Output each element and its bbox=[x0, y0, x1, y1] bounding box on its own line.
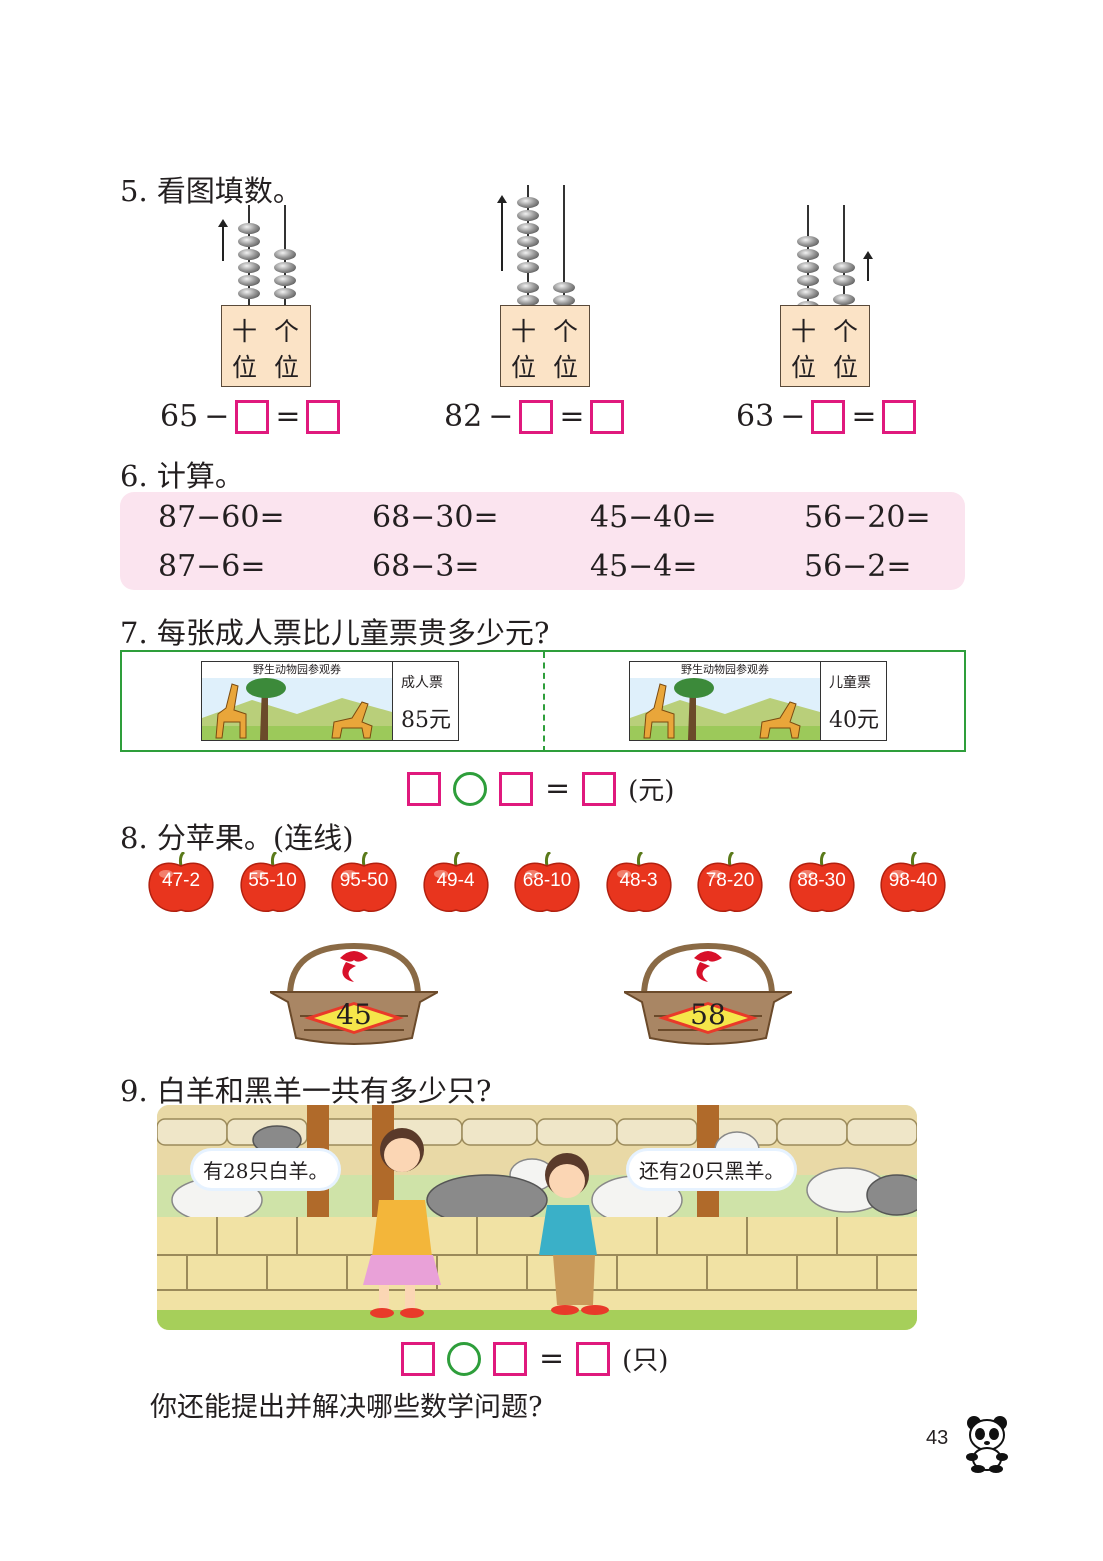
calc-item: 68−3= bbox=[372, 549, 480, 584]
answer-box[interactable] bbox=[519, 399, 554, 434]
apple-label: 78-20 bbox=[705, 870, 755, 891]
apple-icon bbox=[239, 850, 306, 912]
ticket-frame bbox=[120, 650, 966, 752]
basket-45[interactable]: 45 bbox=[266, 938, 442, 1048]
q7-equation: = (元) bbox=[407, 770, 674, 807]
apple-1[interactable]: 47-2 bbox=[146, 850, 216, 914]
operator-circle[interactable] bbox=[453, 771, 487, 806]
abacus-65: 十 个 位 位 bbox=[218, 205, 318, 387]
apple-label: 55-10 bbox=[248, 870, 297, 891]
answer-box[interactable] bbox=[882, 399, 917, 434]
apple-icon bbox=[331, 850, 397, 912]
calc-panel: 87−60= 68−30= 45−40= 56−20= 87−6= 68−3= … bbox=[120, 492, 965, 590]
up-arrow-icon bbox=[863, 251, 873, 281]
apple-label: 88-30 bbox=[797, 870, 846, 891]
calc-item: 45−40= bbox=[590, 500, 717, 535]
q5-equation-1: 65− = bbox=[160, 399, 341, 434]
apple-2[interactable]: 55-10 bbox=[238, 850, 308, 914]
apple-label: 49-4 bbox=[436, 870, 475, 891]
abacus-82: 十 个 位 位 bbox=[497, 185, 597, 387]
answer-box[interactable] bbox=[493, 1341, 527, 1376]
apple-icon bbox=[514, 850, 580, 912]
giraffe-scene-image bbox=[202, 678, 392, 740]
basket-icon bbox=[620, 942, 796, 1045]
goats-scene-image: 有28只白羊。 还有20只黑羊。 bbox=[157, 1105, 917, 1330]
apple-label: 98-40 bbox=[888, 870, 938, 891]
apple-label: 48-3 bbox=[619, 870, 658, 891]
q9-equation: = (只) bbox=[401, 1340, 668, 1377]
apple-icon bbox=[880, 850, 946, 912]
apple-7[interactable]: 78-20 bbox=[695, 850, 765, 914]
q5-equation-3: 63− = bbox=[736, 399, 917, 434]
q9-title: 9. 白羊和黑羊一共有多少只? bbox=[120, 1074, 492, 1108]
apple-icon bbox=[788, 850, 855, 912]
page-number: 43 bbox=[926, 1427, 949, 1449]
q6-title: 6. 计算。 bbox=[120, 459, 244, 493]
abacus-63: 十 个 位 位 bbox=[777, 205, 887, 387]
q8-title: 8. 分苹果。(连线) bbox=[120, 821, 354, 855]
answer-box[interactable] bbox=[499, 771, 533, 806]
child-ticket: 野生动物园参观券 儿童票 40元 bbox=[629, 661, 887, 741]
followup-question: 你还能提出并解决哪些数学问题? bbox=[150, 1392, 543, 1423]
answer-box[interactable] bbox=[811, 399, 846, 434]
adult-ticket: 野生动物园参观券 成人票 85元 bbox=[201, 661, 459, 741]
basket-58[interactable]: 58 bbox=[620, 938, 796, 1048]
panda-icon bbox=[962, 1415, 1012, 1473]
apple-6[interactable]: 48-3 bbox=[604, 850, 674, 914]
apple-icon bbox=[697, 850, 763, 912]
calc-item: 87−60= bbox=[158, 500, 285, 535]
calc-item: 68−30= bbox=[372, 500, 499, 535]
q5-title: 5. 看图填数。 bbox=[120, 174, 302, 208]
calc-item: 87−6= bbox=[158, 549, 266, 584]
answer-box[interactable] bbox=[306, 399, 341, 434]
answer-box[interactable] bbox=[235, 399, 270, 434]
apple-icon bbox=[148, 850, 214, 912]
up-arrow-icon bbox=[218, 219, 228, 261]
apple-label: 68-10 bbox=[522, 870, 572, 891]
answer-box[interactable] bbox=[590, 399, 625, 434]
apple-5[interactable]: 68-10 bbox=[512, 850, 582, 914]
apple-4[interactable]: 49-4 bbox=[421, 850, 491, 914]
apple-9[interactable]: 98-40 bbox=[878, 850, 948, 914]
apple-icon bbox=[605, 850, 672, 912]
answer-box[interactable] bbox=[582, 771, 617, 806]
answer-box[interactable] bbox=[576, 1341, 611, 1376]
q5-equation-2: 82− = bbox=[444, 399, 625, 434]
apple-3[interactable]: 95-50 bbox=[329, 850, 399, 914]
answer-box[interactable] bbox=[401, 1341, 435, 1376]
up-arrow-icon bbox=[497, 195, 507, 271]
girl-speech-bubble: 有28只白羊。 bbox=[193, 1151, 339, 1188]
q7-title: 7. 每张成人票比儿童票贵多少元? bbox=[120, 616, 550, 650]
apple-icon bbox=[422, 850, 489, 912]
giraffe-scene-image bbox=[630, 678, 820, 740]
calc-item: 56−20= bbox=[804, 500, 931, 535]
calc-item: 45−4= bbox=[590, 549, 698, 584]
operator-circle[interactable] bbox=[447, 1341, 481, 1376]
apple-label: 95-50 bbox=[339, 870, 389, 891]
basket-icon bbox=[266, 942, 442, 1045]
answer-box[interactable] bbox=[407, 771, 441, 806]
boy-speech-bubble: 还有20只黑羊。 bbox=[629, 1151, 795, 1188]
apple-label: 47-2 bbox=[161, 870, 201, 891]
apple-8[interactable]: 88-30 bbox=[787, 850, 857, 914]
calc-item: 56−2= bbox=[804, 549, 912, 584]
